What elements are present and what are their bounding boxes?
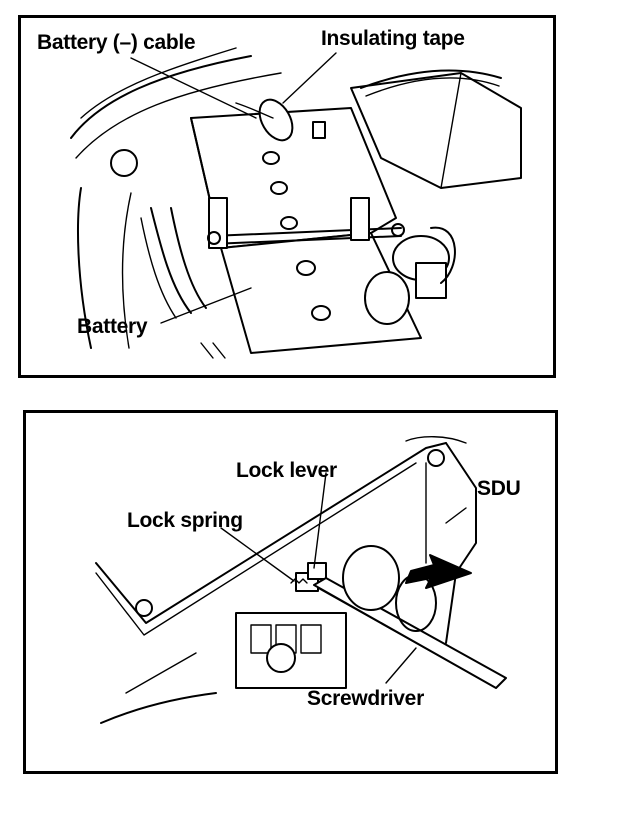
mark [200, 342, 214, 359]
hold-down-clamp [208, 197, 228, 249]
leader-lock-spring [220, 527, 295, 582]
fender-inner-line [121, 192, 132, 349]
label-insulating-tape: Insulating tape [321, 27, 465, 50]
leader-screwdriver [385, 647, 417, 684]
battery-disconnect-figure: Battery (–) cable Insulating tape Batter… [18, 15, 556, 378]
sdu-connector-illustration [95, 436, 507, 724]
base-curve [100, 692, 217, 724]
connector-cavity-3 [300, 624, 322, 654]
mounting-bolt-2 [135, 599, 153, 617]
vent-cap [270, 181, 288, 195]
sdu-dotted-edge [405, 436, 467, 444]
sdu-plate-edge-2 [95, 462, 417, 636]
sdu-plate-edge [95, 442, 447, 624]
leader-battery [160, 287, 252, 324]
leader-battery-cable [130, 57, 257, 119]
battery-front-face [220, 232, 422, 354]
sdu-connector-figure: Lock lever Lock spring SDU Screwdriver [23, 410, 558, 774]
cable-bundle-3 [140, 217, 177, 319]
leader-insulating-tape [282, 52, 337, 104]
cable-bundle-2 [170, 207, 207, 309]
label-lock-spring: Lock spring [127, 509, 243, 532]
connector-housing [415, 262, 447, 299]
terminal-cover-edge [350, 87, 382, 159]
base-line [125, 652, 197, 694]
clamp-nut [207, 231, 221, 245]
cable-top-2 [365, 77, 500, 97]
vent-cap [296, 260, 316, 276]
leader-lock-lever [313, 472, 327, 569]
mark [212, 342, 226, 359]
mounting-bolt [427, 449, 445, 467]
sdu-body-edge [445, 442, 477, 644]
bolt-head [110, 149, 138, 177]
screwdriver-shaft-edge [317, 587, 497, 689]
vent-cap [262, 151, 280, 165]
label-sdu: SDU [477, 477, 521, 500]
connector-cable [430, 226, 456, 284]
connector-knob [266, 643, 296, 673]
lock-lever-tab [307, 562, 327, 580]
hood-edge-line-2 [75, 72, 282, 159]
connector-cavity [250, 624, 272, 654]
terminal-cover-edge-2 [440, 72, 462, 189]
push-arrow [405, 554, 472, 589]
label-lock-lever: Lock lever [236, 459, 337, 482]
battery-disconnect-illustration [70, 47, 522, 359]
leader-sdu [445, 507, 467, 524]
label-screwdriver: Screwdriver [307, 687, 424, 710]
fender-line [77, 187, 92, 349]
hold-down-clamp-2 [350, 197, 370, 241]
vent-cap [280, 216, 298, 230]
round-connector [342, 545, 400, 611]
connector-2 [364, 271, 410, 325]
terminal-post [312, 121, 326, 139]
hood-edge-line [70, 55, 252, 139]
vent-cap [311, 305, 331, 321]
clamp-nut-2 [391, 223, 405, 237]
tape-wrap [235, 102, 274, 119]
cable-top [360, 69, 502, 89]
cable-bundle [150, 207, 192, 314]
insulating-tape-roll [258, 98, 294, 142]
label-battery-cable: Battery (–) cable [37, 31, 196, 54]
label-battery: Battery [77, 315, 148, 338]
hood-edge-line-3 [80, 47, 237, 119]
